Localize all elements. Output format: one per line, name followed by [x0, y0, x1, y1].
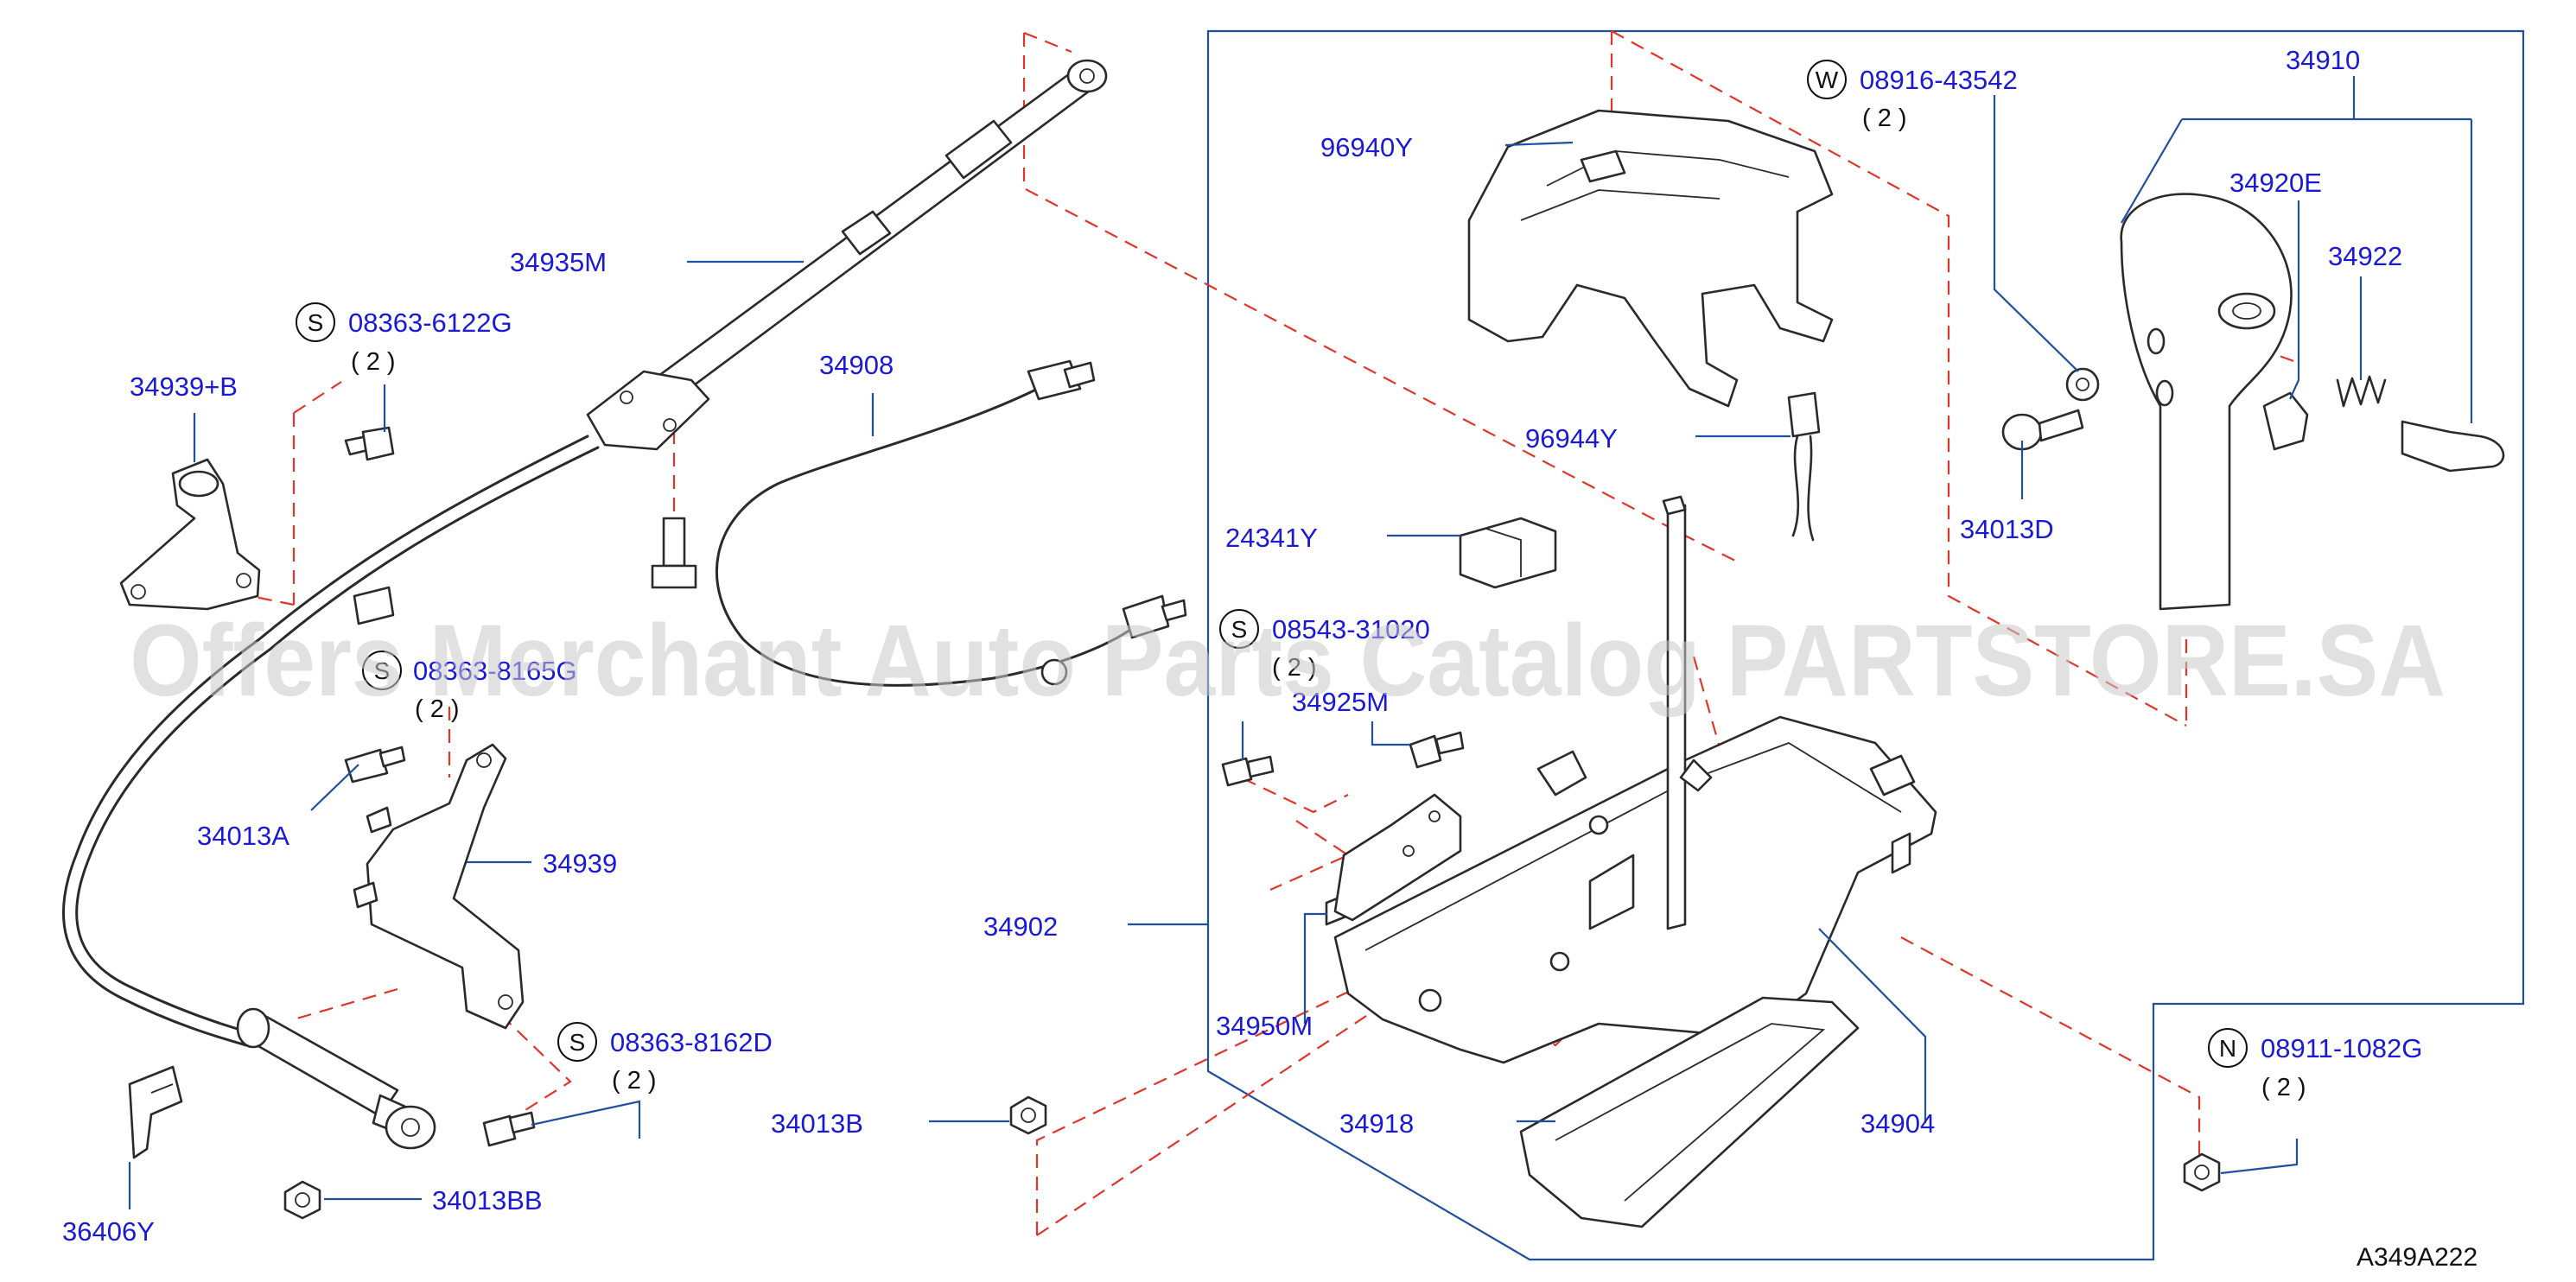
position-switch-34950m [1325, 793, 1462, 926]
label-96944y: 96944Y [1525, 423, 1618, 454]
bolt-34013a [344, 746, 406, 784]
fastener-qty: ( 2 ) [351, 348, 396, 376]
fastener-qty: ( 2 ) [415, 695, 460, 723]
label-34918: 34918 [1339, 1108, 1414, 1139]
bolt-08363-6122g [344, 426, 395, 461]
assembly-frame [1206, 29, 2525, 1261]
fastener-callout-08543-31020: S 08543-31020 ( 2 ) [1219, 609, 1430, 682]
label-34910: 34910 [2286, 45, 2360, 75]
fastener-number: 08916-43542 [1860, 65, 2018, 95]
label-34925m: 34925M [1292, 687, 1389, 717]
clip-36406y [128, 1065, 183, 1159]
bolt-on-cable-bracket [651, 517, 697, 589]
fastener-prefix: W [1816, 67, 1839, 93]
label-34013b: 34013B [771, 1108, 863, 1139]
nut-34013bb [283, 1180, 321, 1220]
shifter-housing-34904 [1333, 495, 1937, 1064]
part-labels: 34935M 34939+B 34908 34013A 34939 36406Y… [62, 45, 2402, 1247]
fastener-callout-08363-8165g: S 08363-8165G ( 2 ) [362, 651, 577, 723]
fastener-number: 08543-31020 [1272, 614, 1430, 644]
bracket-34939 [353, 743, 525, 1030]
label-34939: 34939 [543, 848, 617, 879]
console-cover-96940y [1467, 109, 1834, 408]
label-34920e: 34920E [2229, 168, 2322, 198]
label-34950m: 34950M [1216, 1011, 1313, 1041]
bulb-socket-96944y [1787, 391, 1821, 542]
screw-34013d [2001, 409, 2084, 451]
bolt-08543-31020 [1221, 755, 1275, 787]
fastener-prefix: S [569, 1029, 586, 1056]
interlock-cable [716, 359, 1187, 687]
button-34920e [2262, 391, 2309, 451]
end-cap-34910 [2401, 420, 2505, 473]
label-34904: 34904 [1860, 1108, 1935, 1139]
fastener-callout-08363-6122g: S 08363-6122G ( 2 ) [296, 302, 512, 376]
watermark: Offers Merchant Auto Parts Catalog PARTS… [130, 604, 2446, 718]
bolt-34925m [1409, 731, 1465, 769]
label-34908: 34908 [819, 350, 894, 380]
label-34013d: 34013D [1960, 514, 2054, 544]
washer-08916-43542 [2065, 367, 2100, 402]
label-36406y: 36406Y [62, 1216, 155, 1247]
fastener-prefix: S [308, 309, 324, 336]
nut-34013b [1009, 1095, 1047, 1135]
leader-lines [128, 76, 2473, 1209]
label-34935m: 34935M [510, 247, 607, 277]
fastener-number: 08911-1082G [2261, 1033, 2422, 1063]
label-34902: 34902 [983, 911, 1058, 942]
label-24341y: 24341Y [1225, 523, 1318, 553]
spring-34922 [2336, 375, 2387, 408]
fastener-prefix: N [2219, 1035, 2236, 1062]
shift-cable [61, 59, 1108, 1150]
fastener-prefix: S [1231, 616, 1248, 643]
fastener-qty: ( 2 ) [2261, 1074, 2306, 1101]
tray-34918 [1519, 996, 1860, 1228]
label-34013bb: 34013BB [432, 1185, 543, 1215]
shift-knob-34910 [2120, 193, 2293, 611]
fastener-callout-08916-43542: W 08916-43542 ( 2 ) [1807, 60, 2018, 132]
fastener-callout-08363-8162d: S 08363-8162D ( 2 ) [557, 1022, 773, 1095]
fastener-number: 08363-6122G [348, 308, 512, 338]
label-96940y: 96940Y [1320, 132, 1413, 162]
label-34939-b: 34939+B [130, 371, 238, 402]
diagram-code: A349A222 [2357, 1243, 2477, 1272]
fastener-callout-08911-1082g: N 08911-1082G ( 2 ) [2208, 1028, 2422, 1101]
pad-24341y [1459, 517, 1557, 589]
fastener-number: 08363-8162D [610, 1027, 773, 1057]
fastener-qty: ( 2 ) [1862, 105, 1907, 132]
label-34013a: 34013A [197, 821, 289, 851]
label-34922: 34922 [2328, 241, 2402, 271]
fastener-number: 08363-8165G [413, 656, 577, 686]
fastener-qty: ( 2 ) [612, 1067, 657, 1095]
bolt-08363-8162d [482, 1111, 536, 1147]
nut-08911-1082g [2183, 1152, 2221, 1192]
bracket-34939-b [119, 458, 261, 611]
fastener-prefix: S [374, 657, 391, 684]
fastener-qty: ( 2 ) [1272, 654, 1317, 682]
